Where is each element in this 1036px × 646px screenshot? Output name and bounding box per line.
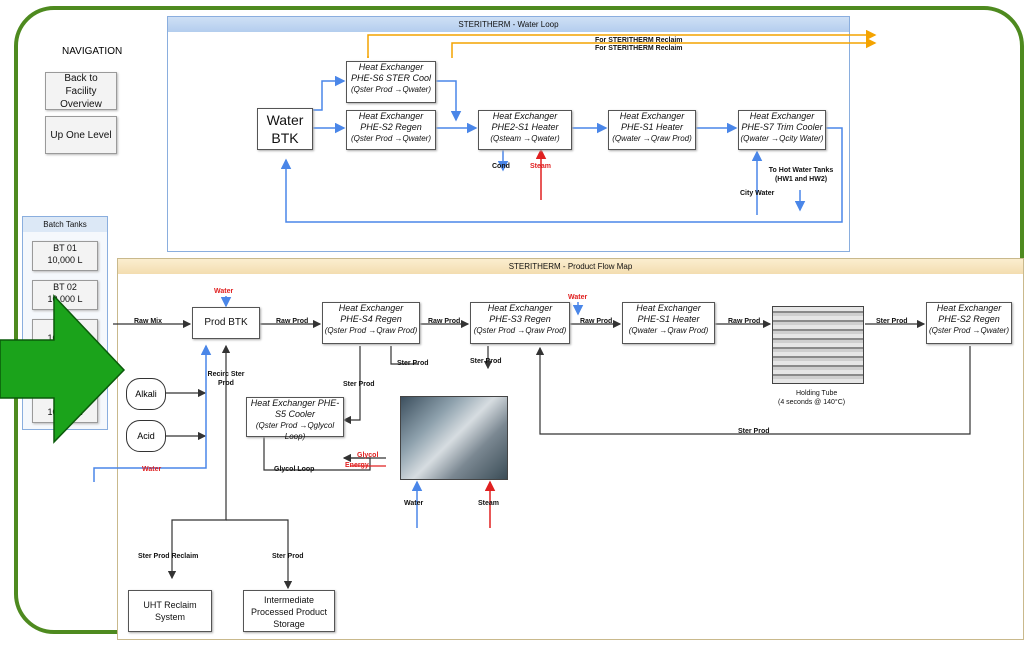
energy-label: Energy <box>345 462 369 469</box>
hx-title: Heat Exchanger <box>749 111 815 121</box>
hx-phe-s6-box[interactable]: Heat Exchanger PHE-S6 STER Cool (Qster P… <box>346 61 436 103</box>
hx-phe-s2-product-box[interactable]: Heat Exchanger PHE-S2 Regen (Qster Prod … <box>926 302 1012 344</box>
holding-tube-note: (4 seconds @ 140°C) <box>778 399 846 406</box>
hx-title: Heat Exchanger <box>487 303 553 313</box>
tank-name: BT 01 <box>53 243 77 253</box>
ster-prod-reclaim-label: Ster Prod Reclaim <box>138 553 199 560</box>
hx-q: (Qster Prod →Qwater) <box>350 134 431 143</box>
hx-title: Heat Exchanger <box>338 303 404 313</box>
cond-label: Cond <box>492 163 510 170</box>
product-water-lines <box>93 296 584 528</box>
batch-tank-bt01[interactable]: BT 01 10,000 L <box>32 241 98 271</box>
hx-q: (Qwater →Qraw Prod) <box>612 134 692 143</box>
hx-phe-s5-box[interactable]: Heat Exchanger PHE-S5 Cooler (Qster Prod… <box>246 397 344 441</box>
water-s3-label: Water <box>568 294 588 301</box>
acid-tank[interactable]: Acid <box>126 420 166 452</box>
hx-name: PHE-S7 Trim Cooler <box>741 122 823 132</box>
hx-phe-s7-box[interactable]: Heat Exchanger PHE-S7 Trim Cooler (Qwate… <box>738 110 826 150</box>
hx-q: (Qsteam →Qwater) <box>490 134 560 143</box>
water-loop-title: STERITHERM - Water Loop <box>168 17 849 32</box>
ster-prod-label-2: Ster Prod <box>397 360 429 367</box>
uht-reclaim-box[interactable]: UHT Reclaim System <box>128 590 212 632</box>
raw-mix-label: Raw Mix <box>134 318 163 325</box>
hx-name: PHE-S3 Regen <box>489 314 551 324</box>
back-to-facility-button[interactable]: Back to Facility Overview <box>45 72 117 110</box>
glycol-label: Glycol <box>357 452 379 459</box>
prod-btk-box[interactable]: Prod BTK <box>192 307 260 339</box>
navigation-title: NAVIGATION <box>62 46 123 57</box>
hx-title: Heat Exchanger <box>358 111 424 121</box>
steam-label-water: Steam <box>530 163 552 170</box>
product-lines <box>113 319 971 590</box>
hx-q: (Qster Prod →Qwater) <box>928 326 1009 335</box>
hx-q: (Qster Prod →Qglycol Loop) <box>255 421 335 441</box>
hx-phe-s1-water-box[interactable]: Heat Exchanger PHE-S1 Heater (Qwater →Qr… <box>608 110 696 150</box>
hx-phe-s2-water-box[interactable]: Heat Exchanger PHE-S2 Regen (Qster Prod … <box>346 110 436 150</box>
ster-prod-bottom-label: Ster Prod <box>738 428 770 435</box>
holding-tube-label: Holding Tube <box>796 390 838 397</box>
hx-phe-s4-box[interactable]: Heat Exchanger PHE-S4 Regen (Qster Prod … <box>322 302 420 344</box>
ster-prod-label-3: Ster Prod <box>343 381 375 388</box>
intermediate-storage-box[interactable]: Intermediate Processed Product Storage <box>243 590 335 632</box>
raw-prod-label-2: Raw Prod <box>428 318 461 325</box>
hx-title: Heat Exchanger <box>936 303 1002 313</box>
tank-volume: 10,000 L <box>47 294 83 304</box>
ster-prod-label-1: Ster Prod <box>876 318 908 325</box>
up-one-level-button[interactable]: Up One Level <box>45 116 117 154</box>
hx-title: Heat Exchanger <box>492 111 558 121</box>
recirc-label: Recirc Ster Prod <box>207 371 245 387</box>
hx-q: (Qster Prod →Qraw Prod) <box>324 326 418 335</box>
hx-name: PHE-S2 Regen <box>938 314 1000 324</box>
hx-name: PHE-S2 Regen <box>360 122 422 132</box>
hx-name: PHE-S1 Heater <box>637 314 700 324</box>
raw-prod-label-1: Raw Prod <box>276 318 309 325</box>
holding-tube-image <box>772 306 864 384</box>
ster-prod-label-4: Ster Prod <box>470 358 502 365</box>
hx-q: (Qster Prod →Qraw Prod) <box>473 326 567 335</box>
batch-tank-bt02[interactable]: BT 02 10,000 L <box>32 280 98 310</box>
hx-title: Heat Exchanger PHE-S5 Cooler <box>250 398 340 419</box>
ster-prod-storage-label: Ster Prod <box>272 553 304 560</box>
hx-title: Heat Exchanger <box>619 111 685 121</box>
glycol-loop-label: Glycol Loop <box>274 466 315 473</box>
water-left-label: Water <box>142 466 162 473</box>
raw-prod-label-3: Raw Prod <box>580 318 613 325</box>
processing-equipment-image <box>400 396 508 480</box>
hx-q: (Qwater →Qraw Prod) <box>628 326 709 335</box>
reclaim-lines <box>367 29 877 58</box>
reclaim-label-2: For STERITHERM Reclaim <box>595 45 683 52</box>
hx-title: Heat Exchanger <box>358 62 424 72</box>
tank-name: BT 02 <box>53 282 77 292</box>
hx-title: Heat Exchanger <box>636 303 701 313</box>
hx-phe2-s1-box[interactable]: Heat Exchanger PHE2-S1 Heater (Qsteam →Q… <box>478 110 572 150</box>
water-loop-lines <box>280 75 843 223</box>
raw-prod-label-4: Raw Prod <box>728 318 761 325</box>
product-flow-title: STERITHERM - Product Flow Map <box>118 259 1023 274</box>
reclaim-label-1: For STERITHERM Reclaim <box>595 37 683 44</box>
water-bottom-label: Water <box>404 500 424 507</box>
hot-water-tanks-label: To Hot Water Tanks (HW1 and HW2) <box>768 167 834 183</box>
water-btk-tank[interactable]: Water BTK <box>257 108 313 150</box>
hx-name: PHE2-S1 Heater <box>491 122 559 132</box>
alkali-tank[interactable]: Alkali <box>126 378 166 410</box>
hx-q: (Qster Prod →Qwater) <box>350 85 431 94</box>
hx-name: PHE-S6 STER Cool <box>350 73 432 83</box>
tank-volume: 10,000 L <box>47 255 83 265</box>
hx-phe-s1-product-box[interactable]: Heat Exchanger PHE-S1 Heater (Qwater →Qr… <box>622 302 715 344</box>
hx-q: (Qwater →Qcity Water) <box>740 134 824 143</box>
steam-bottom-label: Steam <box>478 500 500 507</box>
hx-name: PHE-S4 Regen <box>340 314 402 324</box>
hx-name: PHE-S1 Heater <box>620 122 684 132</box>
product-flow-panel: STERITHERM - Product Flow Map <box>117 258 1024 640</box>
batch-tanks-title: Batch Tanks <box>23 217 107 232</box>
water-top-label: Water <box>214 288 234 295</box>
city-water-label: City Water <box>740 190 775 197</box>
green-pointer-arrow <box>0 294 126 444</box>
hx-phe-s3-box[interactable]: Heat Exchanger PHE-S3 Regen (Qster Prod … <box>470 302 570 344</box>
